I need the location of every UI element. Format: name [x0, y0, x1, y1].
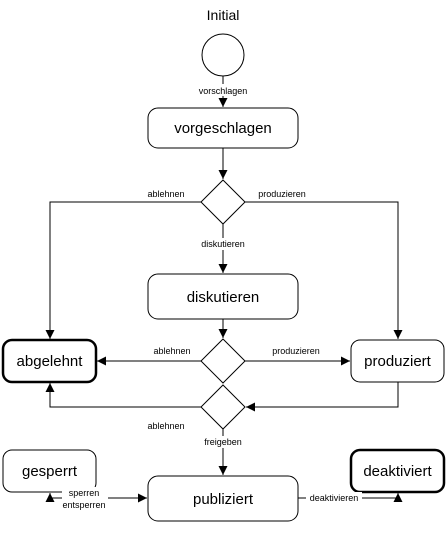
edge-label-bg	[199, 436, 247, 448]
edge-to-decision-3	[246, 382, 399, 412]
edge-label-d1-produzieren: produzieren	[258, 189, 306, 199]
state-deaktiviert-label: deaktiviert	[363, 463, 432, 480]
decision-2	[200, 338, 246, 384]
edge-d3-ablehnen	[45, 383, 201, 408]
state-vorgeschlagen-label: vorgeschlagen	[174, 120, 272, 137]
initial-title: Initial	[207, 7, 240, 23]
state-produziert-label: produziert	[364, 353, 432, 370]
state-diskutieren-label: diskutieren	[187, 289, 260, 306]
edge-label-deaktivieren: deaktivieren	[310, 493, 359, 503]
decision-1	[200, 179, 246, 225]
edge-label-d1-diskutieren: diskutieren	[201, 239, 245, 249]
edge-label-sperren: sperren	[69, 488, 100, 498]
edge-label-vorschlagen: vorschlagen	[199, 86, 248, 96]
state-abgelehnt	[1, 338, 98, 384]
edge-sperren-entsperren	[45, 493, 147, 503]
edge-d1-ablehnen	[45, 201, 201, 339]
edge-label-bg	[62, 487, 108, 511]
state-gesperrt	[2, 449, 97, 493]
initial-node	[201, 33, 245, 77]
state-publiziert-label: publiziert	[193, 491, 254, 508]
edge-label-d3-ablehnen: ablehnen	[147, 421, 184, 431]
state-gesperrt-label: gesperrt	[22, 463, 78, 480]
edge-label-d2-produzieren: produzieren	[272, 346, 320, 356]
decision-3	[200, 384, 246, 430]
edge-label-bg	[196, 84, 252, 96]
edge-label-bg	[197, 238, 249, 250]
state-deaktiviert	[349, 448, 446, 494]
state-abgelehnt-label: abgelehnt	[17, 353, 84, 370]
edge-label-d1-ablehnen: ablehnen	[147, 189, 184, 199]
edge-d1-produzieren	[245, 201, 403, 339]
edge-label-freigeben: freigeben	[204, 437, 242, 447]
edge-label-d2-ablehnen: ablehnen	[153, 346, 190, 356]
edge-label-entsperren: entsperren	[62, 500, 105, 510]
edge-label-bg	[306, 492, 362, 504]
